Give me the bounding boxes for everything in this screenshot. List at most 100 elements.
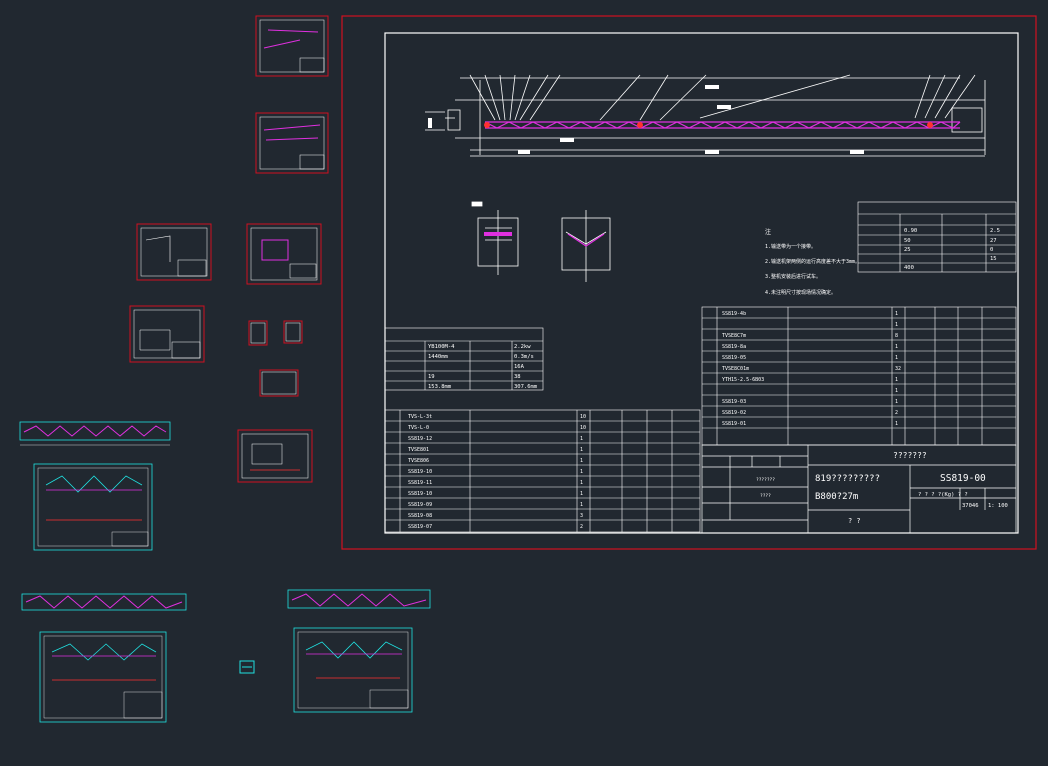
lp-code-10: SS819-08	[408, 513, 432, 519]
sheet-frame	[384, 32, 1019, 534]
sheet-red-border	[341, 15, 1037, 550]
left-parts-list-grid	[384, 409, 701, 533]
dimension-labels	[428, 85, 864, 154]
rp-qty-7: 1	[895, 377, 898, 383]
thumbnail-sheet-7[interactable]	[283, 320, 303, 344]
spec-r-5a: 400	[904, 265, 914, 271]
note-1: 1.输送带为一个接带。	[765, 243, 816, 250]
spec-l-5b: 307.6mm	[514, 384, 538, 390]
rp-code-4: SS819-8a	[722, 344, 746, 350]
thumbnail-sheet-1[interactable]	[255, 15, 329, 77]
lp-qty-1: 10	[580, 414, 586, 420]
thumbnail-sheet-6[interactable]	[248, 320, 268, 346]
thumbnail-sheet-2[interactable]	[255, 112, 329, 174]
cross-section-left-belt	[484, 232, 512, 236]
rp-code-3: TVSE8C7m	[722, 333, 746, 339]
spec-r-2b: 27	[990, 238, 997, 244]
lp-code-3: SS819-12	[408, 436, 432, 442]
truss-elevation-1[interactable]	[19, 421, 171, 446]
spec-l-1a: YB100M-4	[428, 344, 455, 350]
lp-qty-11: 2	[580, 524, 583, 530]
rp-qty-3: 8	[895, 333, 898, 339]
drawing-title-1: 819?????????	[815, 474, 880, 484]
spec-r-2a: 50	[904, 238, 911, 244]
lp-qty-10: 3	[580, 513, 583, 519]
rp-code-5: SS819-05	[722, 355, 746, 361]
rp-code-6: TVSE8C01m	[722, 366, 749, 372]
rp-qty-2: 1	[895, 322, 898, 328]
spec-r-1a: 0.90	[904, 228, 917, 234]
lp-code-8: SS819-10	[408, 491, 432, 497]
thumbnail-sheet-8[interactable]	[259, 369, 299, 397]
mass-header: ? ? ? ?(Kg) ? ?	[918, 492, 968, 498]
unit-small-1: ???????	[756, 477, 775, 483]
main-drawing-sheet[interactable]: 注 1.输送带为一个接带。 2.输送机架两侧的运行高度差不大于3mm。 3.整机…	[341, 15, 1037, 550]
spec-r-3b: 0	[990, 247, 993, 253]
right-parts-codes: SS819-4b TVSE8C7m SS819-8a SS819-05 TVSE…	[722, 311, 901, 427]
thumbnail-sheet-5[interactable]	[129, 305, 205, 363]
rp-qty-10: 2	[895, 410, 898, 416]
thumbnail-sheet-4[interactable]	[246, 223, 322, 285]
units-cell: ? ?	[848, 517, 861, 525]
spec-l-3b: 16A	[514, 364, 525, 370]
mass-value: 37046	[962, 503, 979, 509]
title-header: ???????	[893, 451, 927, 460]
spec-l-2a: 1440mm	[428, 354, 449, 360]
rp-code-11: SS819-01	[722, 421, 746, 427]
rp-qty-8: 1	[895, 388, 898, 394]
lp-qty-5: 1	[580, 458, 583, 464]
truss-sheet-1[interactable]	[33, 463, 153, 551]
lp-code-5: TVSE806	[408, 458, 429, 464]
truss-sheet-2[interactable]	[39, 631, 167, 723]
conveyor-pulleys	[484, 122, 933, 128]
right-spec-table	[857, 201, 1017, 273]
lp-code-9: SS819-09	[408, 502, 432, 508]
truss-elevation-2[interactable]	[21, 593, 187, 611]
truss-elevation-3[interactable]	[287, 589, 431, 609]
spec-l-1b: 2.2kw	[514, 344, 531, 350]
right-parts-list-grid	[701, 306, 1017, 446]
cross-section-right-belt	[567, 233, 605, 247]
lp-qty-3: 1	[580, 436, 583, 442]
spec-l-4a: 19	[428, 374, 435, 380]
lp-qty-2: 10	[580, 425, 586, 431]
lp-qty-6: 1	[580, 469, 583, 475]
note-4: 4.未注明尺寸按现场情况确定。	[765, 289, 836, 296]
thumbnail-sheet-3[interactable]	[136, 223, 212, 281]
lp-qty-7: 1	[580, 480, 583, 486]
rp-code-9: SS819-03	[722, 399, 746, 405]
truss-sheet-3[interactable]	[293, 627, 413, 713]
title-block-text: ??????? 819????????? B800?27m SS819-00 ?…	[756, 451, 1008, 525]
spec-r-3a: 25	[904, 247, 911, 253]
spec-r-1b: 2.5	[990, 228, 1000, 234]
drawing-title-2: B800?27m	[815, 492, 858, 502]
lp-code-2: TVS-L-0	[408, 425, 429, 431]
rp-code-10: SS819-02	[722, 410, 746, 416]
unit-small-2: ????	[760, 493, 771, 499]
rp-qty-4: 1	[895, 344, 898, 350]
rp-qty-11: 1	[895, 421, 898, 427]
lp-code-6: SS819-10	[408, 469, 432, 475]
thumbnail-sheet-9[interactable]	[237, 429, 313, 483]
cross-section-left	[471, 201, 519, 275]
scale-value: 1: 100	[988, 503, 1008, 509]
notes-heading: 注	[765, 228, 771, 236]
rp-qty-5: 1	[895, 355, 898, 361]
lp-qty-9: 1	[580, 502, 583, 508]
rp-qty-1: 1	[895, 311, 898, 317]
left-parts-codes: TVS-L-3t TVS-L-0 SS819-12 TVSE801 TVSE80…	[408, 414, 586, 530]
left-spec-table	[384, 327, 544, 391]
drawing-number: SS819-00	[940, 473, 986, 484]
note-2: 2.输送机架两侧的运行高度差不大于3mm。	[765, 258, 860, 265]
right-spec-values: 0.90 2.5 50 27 25 0 15 400	[904, 228, 1000, 271]
rp-code-7: YTH15-2.5-6B03	[722, 377, 764, 383]
spec-l-5a: 153.8mm	[428, 384, 452, 390]
rp-qty-9: 1	[895, 399, 898, 405]
rp-qty-6: 32	[895, 366, 901, 372]
lp-code-4: TVSE801	[408, 447, 429, 453]
lp-qty-4: 1	[580, 447, 583, 453]
small-cyan-block[interactable]	[239, 660, 255, 674]
rp-code-1: SS819-4b	[722, 311, 746, 317]
lp-qty-8: 1	[580, 491, 583, 497]
